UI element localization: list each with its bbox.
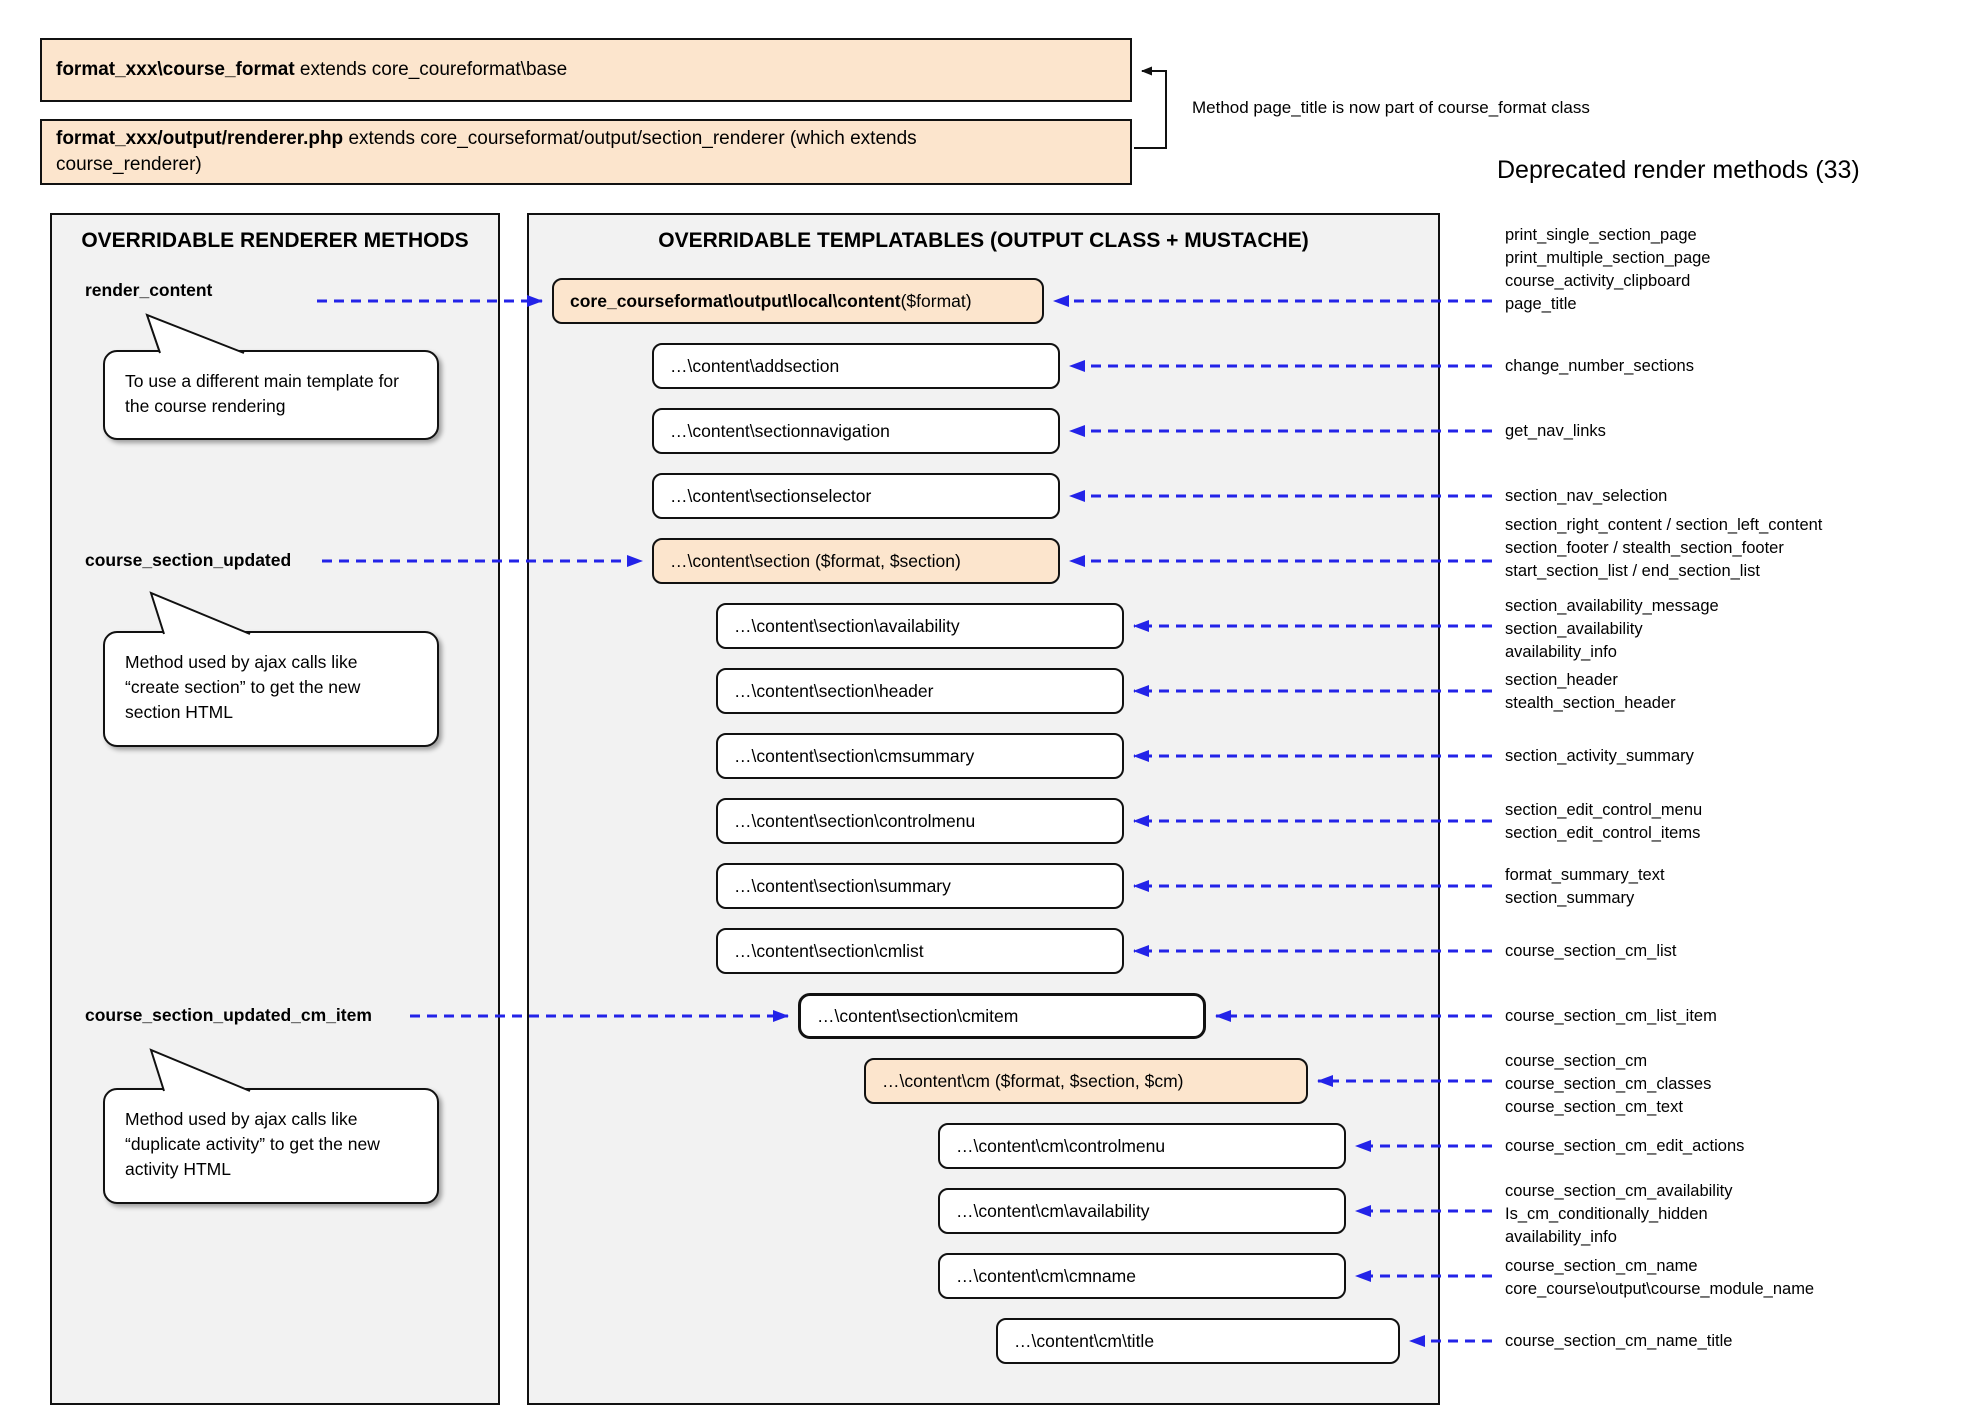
deprecated-label: availability_info [1505, 643, 1617, 661]
deprecated-label: page_title [1505, 295, 1577, 313]
deprecated-label: course_section_cm_classes [1505, 1075, 1712, 1093]
deprecated-label: section_edit_control_menu [1505, 801, 1703, 819]
deprecated-label: section_activity_summary [1505, 747, 1694, 765]
renderer-method-label: render_content [85, 280, 213, 300]
deprecated-label: course_section_cm_name [1505, 1257, 1698, 1275]
method-note-bubble: To use a different main template for the… [103, 350, 439, 440]
method-note-bubble: Method used by ajax calls like “create s… [103, 631, 439, 747]
deprecated-label-group: format_summary_text section_summary [1505, 864, 1665, 910]
method-note-text: Method used by ajax calls like “duplicat… [125, 1109, 380, 1179]
deprecated-label-group: section_availability_message section_avai… [1505, 595, 1719, 664]
renderer-method-label: course_section_updated_cm_item [85, 1005, 372, 1025]
deprecated-label: course_activity_clipboard [1505, 272, 1691, 290]
deprecated-label: course_section_cm_list_item [1505, 1007, 1717, 1025]
templatable-box: …\content\section\cmlist [716, 928, 1124, 974]
renderer-method-label: course_section_updated [85, 550, 292, 570]
templatable-box: …\content\cm\controlmenu [938, 1123, 1346, 1169]
header-box-renderer-php: format_xxx/output/renderer.php extends c… [40, 119, 1132, 185]
deprecated-label: start_section_list / end_section_list [1505, 562, 1760, 580]
bracket-connector [1134, 66, 1167, 149]
renderer-methods-panel-title: OVERRIDABLE RENDERER METHODS [81, 229, 469, 252]
deprecated-label-group: course_section_cm course_section_cm_class… [1505, 1050, 1711, 1119]
deprecated-label: section_availability [1505, 620, 1643, 638]
method-note-bubble: Method used by ajax calls like “duplicat… [103, 1088, 439, 1204]
deprecated-label: get_nav_links [1505, 422, 1606, 440]
templatable-box: …\content\section\cmitem [798, 993, 1206, 1039]
deprecated-label: section_availability_message [1505, 597, 1719, 615]
deprecated-label: section_summary [1505, 889, 1635, 907]
deprecated-label: section_right_content / section_left_con… [1505, 516, 1823, 534]
deprecated-label-group: course_section_cm_name core_course\output… [1505, 1255, 1814, 1301]
deprecated-label: course_section_cm_list [1505, 942, 1677, 960]
templatable-box: …\content\section\availability [716, 603, 1124, 649]
deprecated-label-group: course_section_cm_list_item [1505, 1005, 1717, 1028]
deprecated-label: core_course\output\course_module_name [1505, 1280, 1815, 1298]
templatable-box: …\content\section\cmsummary [716, 733, 1124, 779]
templatable-box: …\content\addsection [652, 343, 1060, 389]
header-box-renderer-php-text: format_xxx/output/renderer.php extends c… [56, 128, 917, 175]
deprecated-label-group: get_nav_links [1505, 420, 1606, 443]
deprecated-label-group: print_single_section_page print_multiple_… [1505, 224, 1710, 316]
deprecated-label: print_single_section_page [1505, 226, 1697, 244]
templatables-panel-title: OVERRIDABLE TEMPLATABLES (OUTPUT CLASS +… [658, 229, 1309, 252]
templatable-box: …\content\section\header [716, 668, 1124, 714]
bracket-note: Method page_title is now part of course_… [1192, 98, 1590, 117]
deprecated-label-group: section_right_content / section_left_con… [1505, 514, 1822, 583]
method-note-text: To use a different main template for the… [125, 371, 399, 416]
deprecated-title: Deprecated render methods (33) [1497, 156, 1860, 184]
deprecated-label: Is_cm_conditionally_hidden [1505, 1205, 1708, 1223]
deprecated-label: section_nav_selection [1505, 487, 1668, 505]
deprecated-label: stealth_section_header [1505, 694, 1676, 712]
deprecated-label-group: section_nav_selection [1505, 485, 1667, 508]
deprecated-label-group: section_activity_summary [1505, 745, 1694, 768]
method-note-text: Method used by ajax calls like “create s… [125, 652, 361, 722]
deprecated-label-group: section_header stealth_section_header [1505, 669, 1676, 715]
deprecated-label: change_number_sections [1505, 357, 1694, 375]
deprecated-label: availability_info [1505, 1228, 1617, 1246]
templatable-box: …\content\cm\cmname [938, 1253, 1346, 1299]
deprecated-label: course_section_cm_edit_actions [1505, 1137, 1745, 1155]
templatable-box: …\content\section\summary [716, 863, 1124, 909]
templatable-box: …\content\section ($format, $section) [652, 538, 1060, 584]
deprecated-label: print_multiple_section_page [1505, 249, 1711, 267]
templatable-box: …\content\cm\availability [938, 1188, 1346, 1234]
deprecated-label-group: course_section_cm_list [1505, 940, 1677, 963]
header-box-course-format: format_xxx\course_format extends core_co… [40, 38, 1132, 102]
deprecated-label: section_footer / stealth_section_footer [1505, 539, 1784, 557]
deprecated-label-group: course_section_cm_name_title [1505, 1330, 1732, 1353]
deprecated-label-group: course_section_cm_edit_actions [1505, 1135, 1744, 1158]
header-box-course-format-text: format_xxx\course_format extends core_co… [56, 59, 568, 81]
deprecated-label: format_summary_text [1505, 866, 1665, 884]
deprecated-label: section_header [1505, 671, 1618, 689]
deprecated-label: course_section_cm_text [1505, 1098, 1683, 1116]
templatable-box: …\content\cm\title [996, 1318, 1400, 1364]
templatable-box: core_courseformat\output\local\content (… [552, 278, 1044, 324]
deprecated-label-group: change_number_sections [1505, 355, 1694, 378]
templatable-box: …\content\sectionselector [652, 473, 1060, 519]
templatable-box: …\content\cm ($format, $section, $cm) [864, 1058, 1308, 1104]
deprecated-label: course_section_cm [1505, 1052, 1648, 1070]
templatable-box: …\content\sectionnavigation [652, 408, 1060, 454]
deprecated-label: section_edit_control_items [1505, 824, 1701, 842]
deprecated-label: course_section_cm_name_title [1505, 1332, 1733, 1350]
templatable-box: …\content\section\controlmenu [716, 798, 1124, 844]
deprecated-label-group: section_edit_control_menu section_edit_co… [1505, 799, 1702, 845]
deprecated-label: course_section_cm_availability [1505, 1182, 1733, 1200]
